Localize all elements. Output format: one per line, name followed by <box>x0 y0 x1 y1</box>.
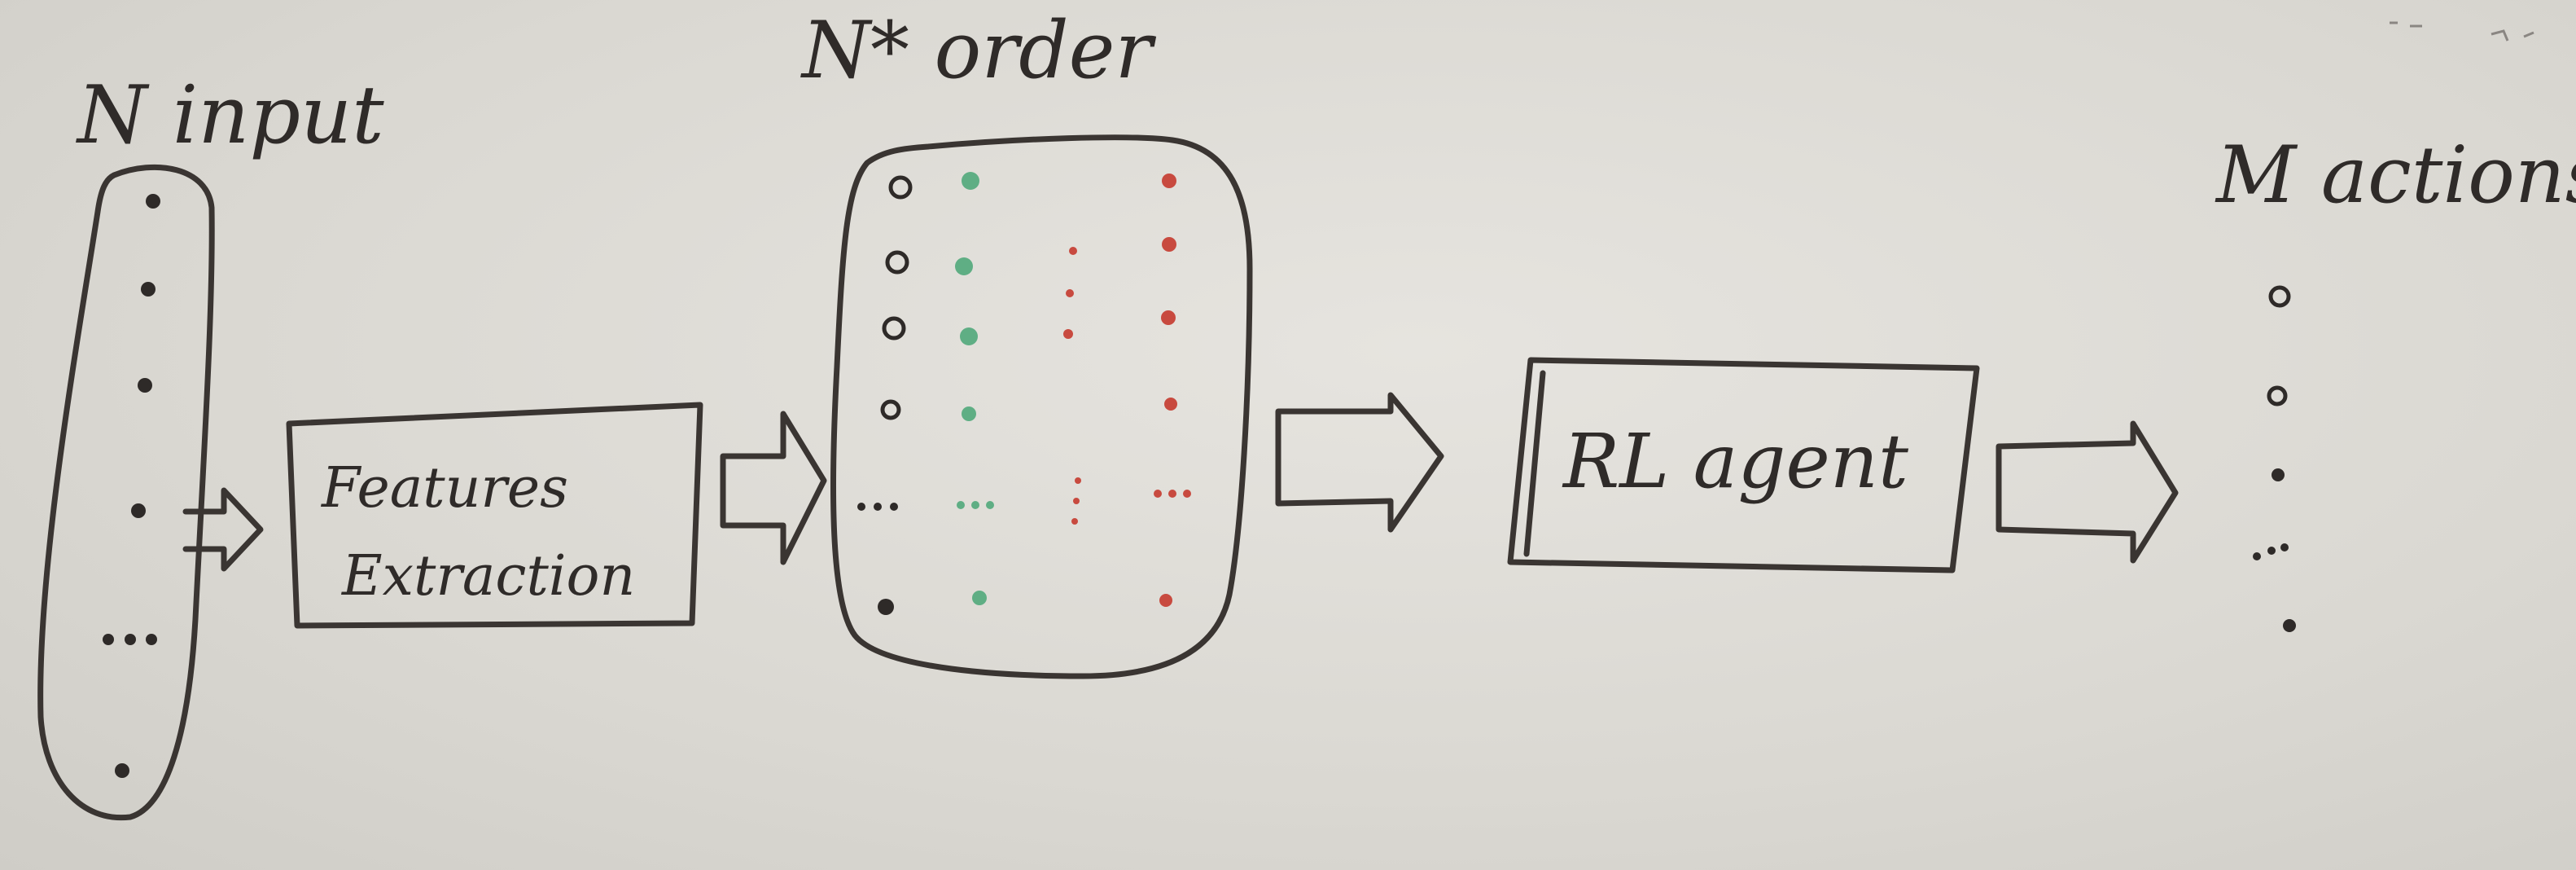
ellipsis-dot <box>1069 247 1077 255</box>
arrow-agent-to-actions <box>1996 420 2179 564</box>
input-label: N input <box>76 69 384 162</box>
matrix-dot-black <box>880 399 901 420</box>
matrix-dot-green <box>960 327 978 345</box>
ellipsis-dot <box>874 503 882 511</box>
input-dot <box>115 763 129 778</box>
matrix-dot-green <box>972 591 987 605</box>
matrix-dot-green <box>955 257 973 275</box>
action-dot <box>2272 468 2285 481</box>
input-dot <box>138 378 152 393</box>
ellipsis-dot <box>2267 547 2276 555</box>
ellipsis-dot <box>1063 329 1073 339</box>
erased-mark <box>2523 31 2534 38</box>
matrix-dot-red <box>1159 594 1172 607</box>
ellipsis-dot <box>146 634 157 645</box>
ellipsis-dot <box>1071 518 1078 525</box>
order-label: N* order <box>800 5 1156 96</box>
ellipsis-dot <box>957 501 965 509</box>
action-dots <box>2253 285 2296 632</box>
ellipsis-dot <box>890 503 898 511</box>
ellipsis-dot <box>1168 490 1176 498</box>
matrix-dot-black <box>878 599 894 615</box>
matrix-dot-red <box>1162 237 1176 252</box>
matrix-dot-red <box>1161 310 1176 325</box>
ellipsis-dot <box>857 503 865 511</box>
input-dot <box>146 194 160 209</box>
ellipsis-dot <box>971 501 979 509</box>
rl-agent-box <box>1507 357 1980 573</box>
ellipsis-dot <box>2280 543 2289 551</box>
matrix-dot-red <box>1162 174 1176 188</box>
matrix-dot-black <box>888 175 913 200</box>
features-box-line2: Extraction <box>340 544 635 609</box>
ellipsis-dot <box>2253 552 2261 560</box>
action-dot <box>2283 619 2296 632</box>
matrix-dot-green <box>962 406 976 421</box>
action-dot <box>2268 285 2291 308</box>
actions-label: M actions <box>2215 130 2576 221</box>
matrix-dot-black <box>885 250 909 275</box>
input-vector-capsule <box>37 164 215 821</box>
rl-agent-label: RL agent <box>1562 418 1909 505</box>
ellipsis-dot <box>1073 498 1080 504</box>
erased-mark <box>2491 29 2509 42</box>
features-extraction-box <box>286 402 703 629</box>
ellipsis-dot <box>986 501 994 509</box>
input-dot <box>131 503 146 518</box>
ellipsis-dot <box>125 634 136 645</box>
input-dots <box>103 194 160 778</box>
arrow-input-to-features <box>182 487 264 572</box>
order-matrix-dots <box>857 172 1191 615</box>
matrix-dot-red <box>1164 398 1177 411</box>
matrix-dot-black <box>882 316 906 341</box>
ellipsis-dot <box>103 634 114 645</box>
action-dot <box>2267 385 2288 406</box>
matrix-dot-green <box>962 172 979 190</box>
arrow-features-to-order <box>720 411 827 565</box>
erased-marks <box>2390 21 2534 42</box>
features-box-line1: Features <box>320 456 568 521</box>
ellipsis-dot <box>1075 477 1081 484</box>
arrow-order-to-agent <box>1275 392 1444 533</box>
ellipsis-dot <box>1154 490 1162 498</box>
ellipsis-dot <box>1183 490 1191 498</box>
order-matrix-blob <box>830 134 1253 679</box>
rl-agent-box-inner-edge <box>1523 370 1546 557</box>
input-dot <box>141 282 156 297</box>
ellipsis-dot <box>1066 289 1074 297</box>
